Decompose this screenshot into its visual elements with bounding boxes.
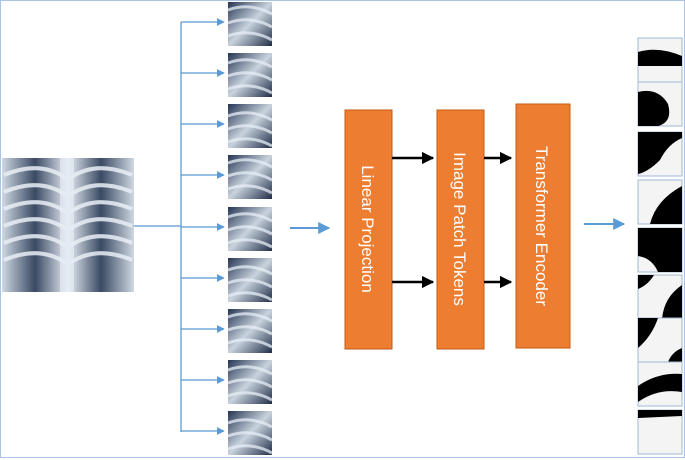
image-patch	[181, 309, 273, 353]
linear-projection-label: Linear Projection	[358, 165, 377, 293]
image-patch-tokens-block: Image Patch Tokens	[436, 109, 485, 350]
segmentation-masks	[637, 37, 683, 455]
transformer-encoder-label: Transformer Encoder	[532, 146, 551, 306]
patch-rib-stroke	[227, 391, 273, 402]
patch-rib-stroke	[227, 291, 273, 302]
patch-rib-stroke	[227, 418, 273, 429]
patch-rib-stroke	[227, 225, 273, 236]
patch-rib-stroke	[227, 312, 273, 323]
mask-region	[650, 186, 682, 224]
patch-rib-stroke	[227, 58, 273, 69]
image-patch	[181, 207, 273, 251]
patch-rib-stroke	[227, 111, 273, 122]
patch-rib-stroke	[227, 124, 273, 135]
segmentation-mask	[637, 409, 683, 455]
mask-region	[638, 90, 670, 126]
patch-rib-stroke	[227, 238, 273, 249]
segmentation-mask	[637, 81, 683, 127]
segmentation-mask	[637, 179, 683, 225]
image-patches	[181, 2, 273, 455]
image-patch	[181, 53, 273, 97]
segmentation-mask	[637, 227, 683, 273]
patch-rib-stroke	[227, 365, 273, 376]
patch-rib-stroke	[227, 184, 273, 195]
segmentation-mask	[637, 274, 683, 320]
patch-rib-stroke	[227, 18, 273, 29]
patch-rib-stroke	[227, 212, 273, 223]
linear-projection-block: Linear Projection	[344, 109, 393, 350]
image-patch	[181, 155, 273, 199]
input-xray-image	[2, 158, 134, 292]
split-connector	[134, 22, 182, 432]
mask-region	[638, 49, 682, 66]
segmentation-mask	[637, 131, 683, 177]
mask-region	[638, 275, 682, 319]
image-patch-tokens-label: Image Patch Tokens	[450, 152, 469, 306]
mask-region	[638, 132, 682, 174]
mask-region	[638, 228, 682, 272]
transformer-encoder-block: Transformer Encoder	[515, 103, 571, 349]
patch-rib-stroke	[227, 338, 273, 349]
image-patch	[181, 104, 273, 148]
segmentation-mask	[637, 361, 683, 407]
patch-rib-stroke	[227, 278, 273, 289]
image-patch	[181, 360, 273, 404]
patch-rib-stroke	[227, 5, 273, 16]
patch-rib-stroke	[227, 444, 273, 455]
patch-rib-stroke	[227, 265, 273, 276]
mask-region	[638, 410, 682, 418]
patch-rib-stroke	[227, 171, 273, 182]
tokens-to-encoder-arrows	[484, 151, 513, 289]
segmentation-mask	[637, 37, 683, 83]
image-patch	[181, 2, 273, 46]
patch-rib-stroke	[227, 325, 273, 336]
patch-rib-stroke	[227, 71, 273, 82]
patch-rib-stroke	[227, 137, 273, 148]
patch-rib-stroke	[227, 431, 273, 442]
patch-rib-stroke	[227, 158, 273, 169]
patch-rib-stroke	[227, 84, 273, 95]
image-patch	[181, 411, 273, 455]
patch-rib-stroke	[227, 378, 273, 389]
patch-rib-stroke	[227, 31, 273, 42]
mask-region	[638, 318, 682, 362]
image-patch	[181, 258, 273, 302]
projection-to-tokens-arrows	[392, 151, 435, 289]
segmentation-mask	[637, 317, 683, 363]
mask-region	[638, 373, 682, 402]
